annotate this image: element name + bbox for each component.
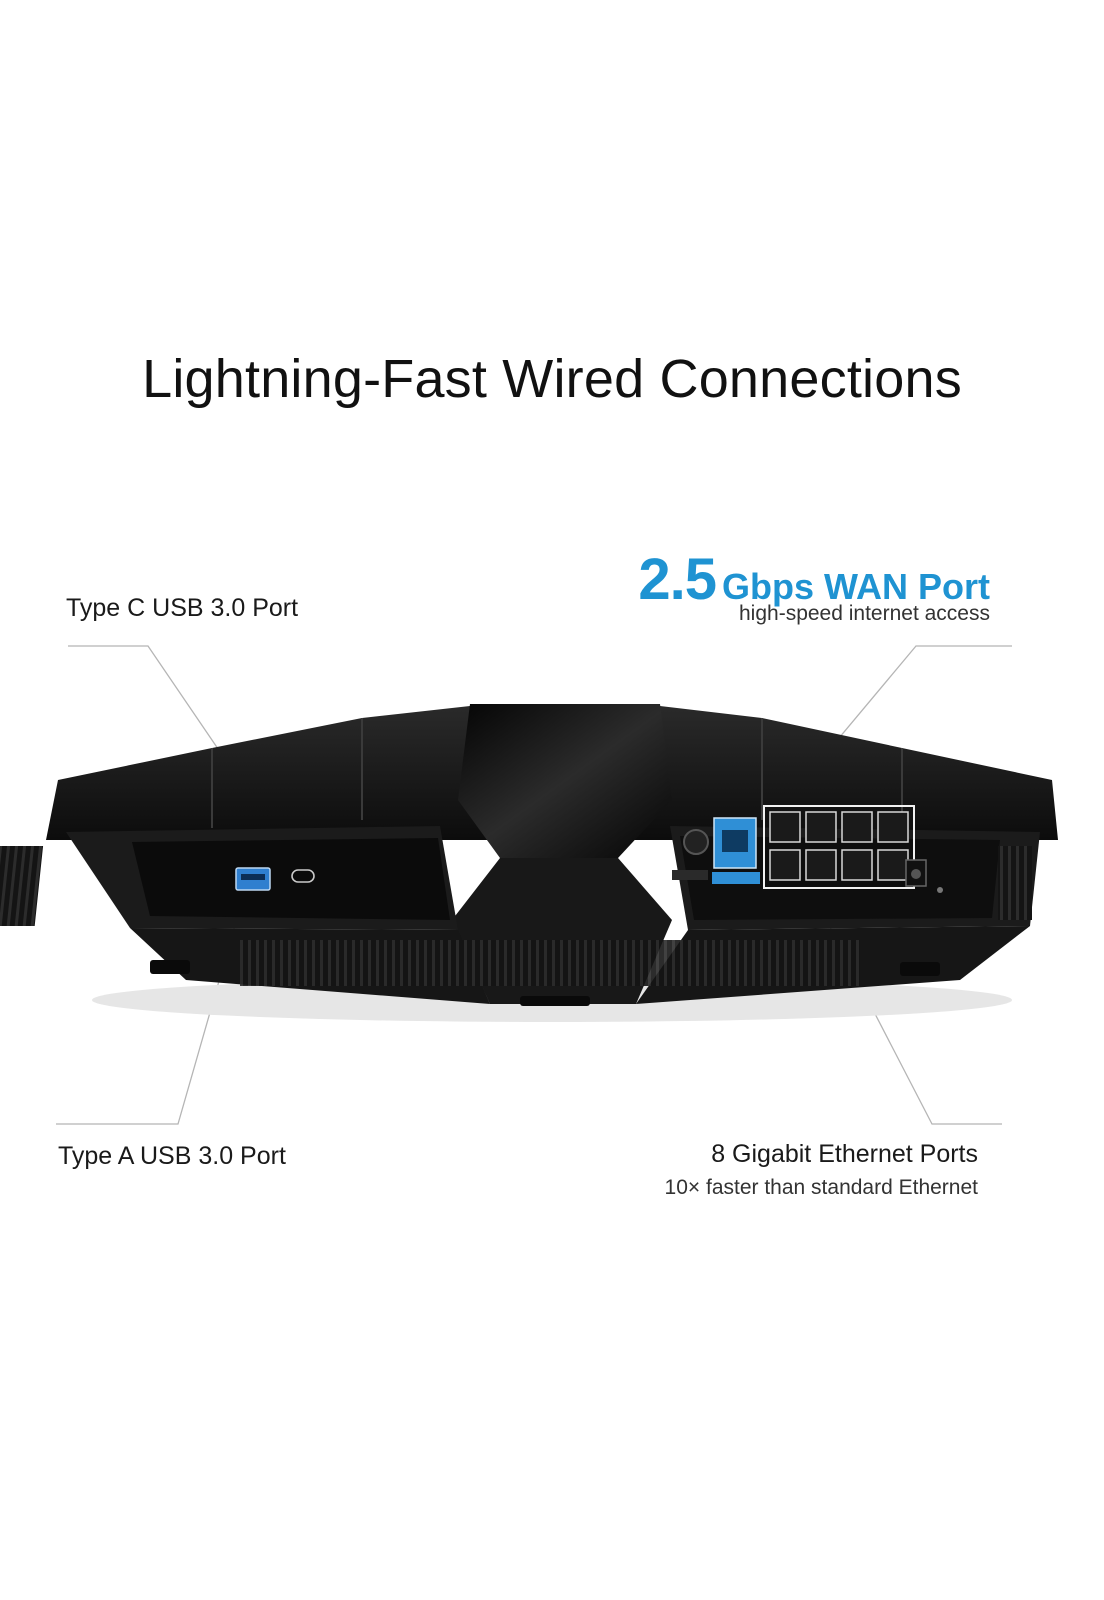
wan-subtitle: high-speed internet access (739, 602, 990, 625)
wan-speed-unit: Gbps WAN Port (722, 566, 990, 607)
power-button (683, 829, 709, 855)
ethernet-port-grid (769, 811, 909, 881)
ethernet-label: 8 Gigabit Ethernet Ports (711, 1140, 978, 1168)
router-center-block (458, 704, 672, 858)
usb-c-port (291, 869, 315, 883)
ethernet-port-frame (763, 805, 915, 889)
wan-speed-number: 2.5 (638, 547, 717, 612)
foot-right (900, 962, 940, 976)
type-a-label: Type A USB 3.0 Port (58, 1142, 286, 1170)
bottom-vent-grille (240, 940, 860, 986)
left-vents (0, 846, 44, 926)
page-title: Lightning-Fast Wired Connections (142, 349, 962, 409)
wan-label-plate (712, 872, 760, 884)
power-label-plate (672, 870, 708, 880)
reset-hole (937, 887, 943, 893)
foot-center (520, 996, 590, 1006)
type-c-label: Type C USB 3.0 Port (66, 594, 299, 622)
right-vents (998, 846, 1032, 920)
ethernet-subtitle: 10× faster than standard Ethernet (664, 1176, 978, 1199)
foot-left (150, 960, 190, 974)
